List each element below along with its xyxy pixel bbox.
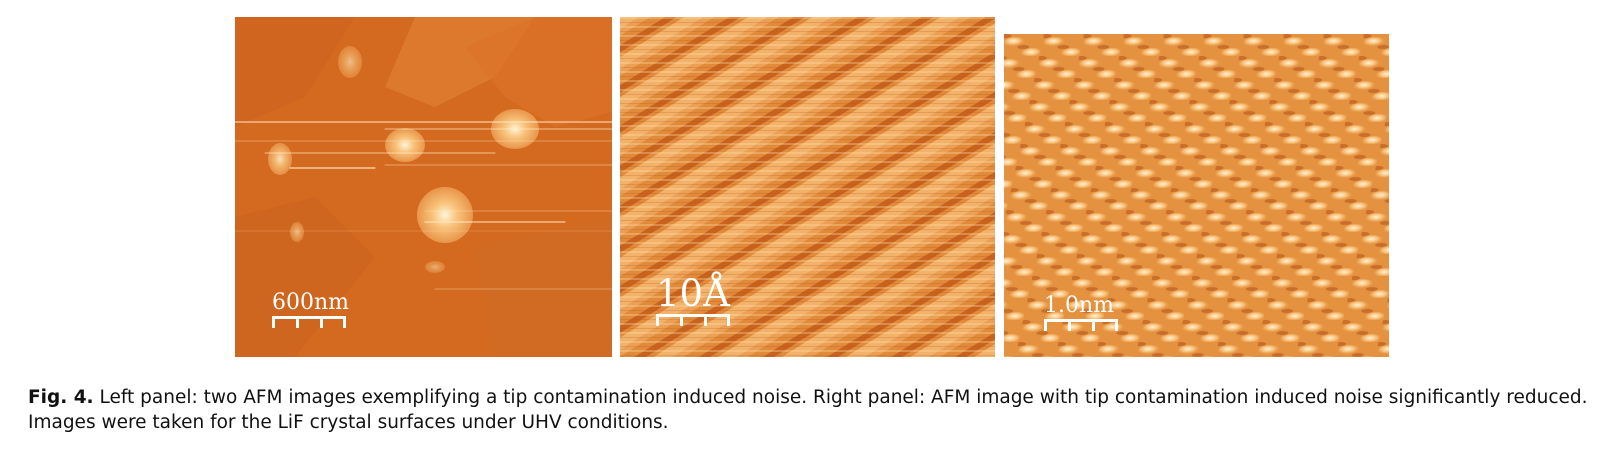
scale-ruler-left [272,316,346,328]
scale-bar-right: 1.0nm [1044,295,1118,331]
scale-ruler-right [1044,319,1118,331]
afm-image-left: 600nm [235,17,612,357]
scale-label-right: 1.0nm [1044,293,1115,318]
scale-label-left: 600nm [272,290,350,315]
scale-ruler-middle [656,314,730,326]
caption-label: Fig. 4. [28,387,94,408]
scale-label-middle: 10Å [656,272,730,315]
afm-image-right: 1.0nm [1004,34,1389,357]
caption-text: Left panel: two AFM images exemplifying … [28,387,1588,433]
scale-bar-left: 600nm [272,292,349,328]
afm-image-left-graphic [235,17,612,357]
afm-image-right-graphic [1004,34,1389,357]
afm-image-middle: 10Å [620,17,995,357]
scale-bar-middle: 10Å [656,275,730,326]
figure-caption: Fig. 4. Left panel: two AFM images exemp… [28,385,1598,435]
afm-image-middle-graphic [620,17,995,357]
